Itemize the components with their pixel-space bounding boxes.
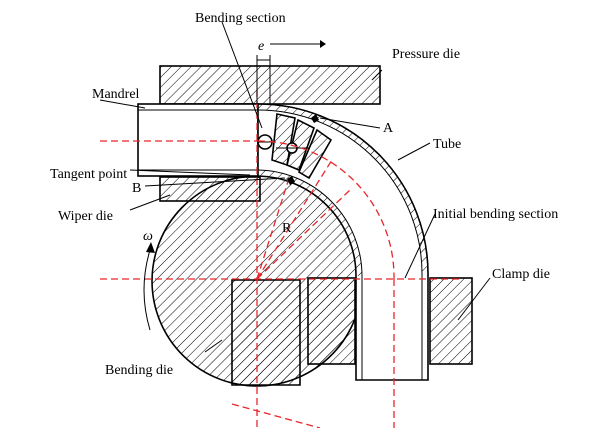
wiper-die <box>159 176 261 202</box>
e-dimension <box>256 40 326 104</box>
leader-lines <box>99 21 491 353</box>
clamp-die <box>307 277 473 365</box>
label-tangent-point: Tangent point <box>50 167 127 182</box>
label-wiper-die: Wiper die <box>58 209 113 224</box>
label-tube: Tube <box>433 137 461 152</box>
label-b: B <box>132 181 141 196</box>
label-e: e <box>258 39 264 54</box>
label-a: A <box>383 121 394 136</box>
label-omega: ω <box>143 229 153 244</box>
label-mandrel: Mandrel <box>92 87 140 102</box>
point-b-marker <box>287 176 295 185</box>
centerlines <box>100 90 460 428</box>
label-bending-die: Bending die <box>105 363 173 378</box>
label-r: R <box>282 221 292 236</box>
label-clamp-die: Clamp die <box>492 267 550 282</box>
label-bending-section: Bending section <box>195 11 286 26</box>
point-a-marker <box>311 114 319 123</box>
label-initial-bending-section: Initial bending section <box>433 207 558 222</box>
rotation-arrow <box>143 242 155 331</box>
label-pressure-die: Pressure die <box>392 47 460 62</box>
